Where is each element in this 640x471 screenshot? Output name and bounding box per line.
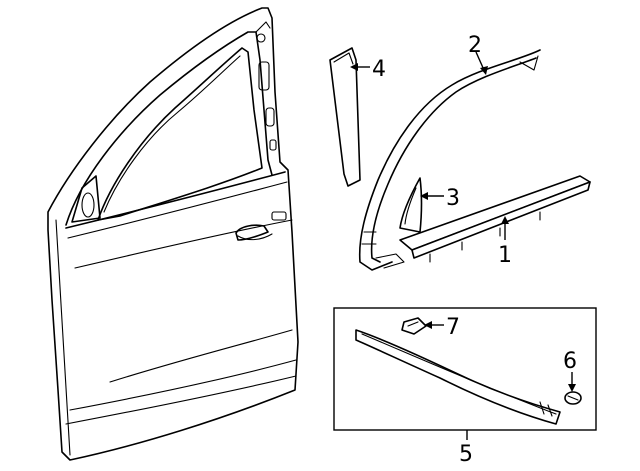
- part-5-kit-box: [333, 307, 597, 431]
- front-door-illustration: [47, 7, 299, 461]
- callout-5: 5: [459, 442, 473, 467]
- callout-1: 1: [498, 243, 512, 268]
- part-4-pillar-applique: [329, 47, 361, 187]
- callout-2: 2: [468, 33, 482, 58]
- callout-3: 3: [446, 186, 460, 211]
- part-3-triangle-applique: [399, 177, 423, 233]
- part-6-fastener: [564, 391, 582, 405]
- leader-lines: [350, 51, 576, 440]
- callout-7: 7: [446, 315, 460, 340]
- part-7-clip: [401, 317, 427, 335]
- part-1-belt-molding: [399, 175, 591, 263]
- callout-6: 6: [563, 349, 577, 374]
- callout-4: 4: [372, 57, 386, 82]
- part-2-frame-molding: [358, 49, 541, 271]
